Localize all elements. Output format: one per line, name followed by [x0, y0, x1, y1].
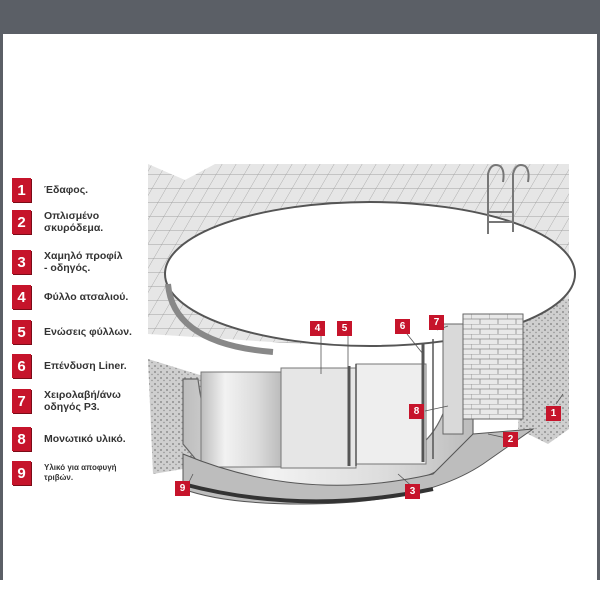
legend-label: Επένδυση Liner.: [44, 360, 127, 372]
legend-badge: 4: [12, 285, 31, 309]
legend-badge: 2: [12, 210, 31, 234]
legend-label: Φύλλο ατσαλιού.: [44, 291, 129, 303]
legend-item-8: 8 Μονωτικό υλικό.: [12, 427, 126, 451]
legend-item-9: 9 Υλικό για αποφυγή τριβών.: [12, 461, 117, 485]
legend-badge: 3: [12, 250, 31, 274]
callout-6: 6: [395, 319, 410, 334]
legend-item-4: 4 Φύλλο ατσαλιού.: [12, 285, 128, 309]
legend-label: Ενώσεις φύλλων.: [44, 326, 132, 338]
viewer-top-bar: [0, 0, 600, 34]
callout-4: 4: [310, 321, 325, 336]
legend-label: Χειρολαβή/άνω οδηγός P3.: [44, 389, 121, 413]
legend-badge: 1: [12, 178, 31, 202]
legend-item-7: 7 Χειρολαβή/άνω οδηγός P3.: [12, 389, 121, 413]
legend-badge: 7: [12, 389, 31, 413]
legend-badge: 9: [12, 461, 31, 485]
callout-5: 5: [337, 321, 352, 336]
brick-backing: [462, 313, 524, 420]
bottom-rail: [182, 482, 434, 504]
callout-9: 9: [175, 481, 190, 496]
pool-illustration: [148, 164, 576, 505]
pool-opening: [164, 201, 576, 347]
legend-item-2: 2 Οπλισμένο σκυρόδεμα.: [12, 210, 103, 234]
legend-label: Έδαφος.: [44, 184, 89, 196]
pool-ladder: [487, 164, 530, 234]
legend-badge: 5: [12, 320, 31, 344]
concrete-base: [182, 428, 535, 505]
legend-item-5: 5 Ενώσεις φύλλων.: [12, 320, 132, 344]
callout-1: 1: [546, 406, 561, 421]
callout-2: 2: [503, 432, 518, 447]
diagram-canvas: 1 Έδαφος. 2 Οπλισμένο σκυρόδεμα. 3 Χαμηλ…: [3, 34, 597, 580]
callout-8: 8: [409, 404, 424, 419]
legend-item-3: 3 Χαμηλό προφίλ - οδηγός.: [12, 250, 123, 274]
viewer-bottom-bar: [0, 580, 600, 600]
legend-item-1: 1 Έδαφος.: [12, 178, 88, 202]
legend-item-6: 6 Επένδυση Liner.: [12, 354, 127, 378]
legend-label: Χαμηλό προφίλ - οδηγός.: [44, 250, 123, 274]
legend-label: Μονωτικό υλικό.: [44, 433, 126, 445]
legend-label: Υλικό για αποφυγή τριβών.: [44, 463, 117, 482]
legend-badge: 8: [12, 427, 31, 451]
legend-badge: 6: [12, 354, 31, 378]
legend-label: Οπλισμένο σκυρόδεμα.: [44, 210, 104, 234]
callout-3: 3: [405, 484, 420, 499]
callout-7: 7: [429, 315, 444, 330]
